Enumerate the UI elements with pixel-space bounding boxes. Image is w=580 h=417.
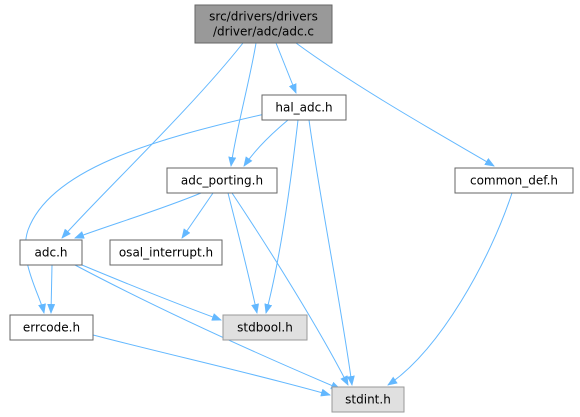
node-label: stdint.h: [345, 393, 391, 407]
node-label: hal_adc.h: [275, 101, 332, 115]
node-adc-c[interactable]: src/drivers/drivers/driver/adc/adc.c: [194, 4, 333, 44]
edge-hal_adc_h-to-errcode_h: [24, 113, 266, 314]
node-stdbool-h[interactable]: stdbool.h: [222, 314, 308, 341]
node-adc-porting-h[interactable]: adc_porting.h: [166, 167, 278, 194]
node-box: [261, 94, 347, 121]
node-errcode-h[interactable]: errcode.h: [9, 314, 94, 341]
node-label: errcode.h: [23, 321, 80, 335]
edge-hal_adc_h-to-stdbool_h: [264, 119, 299, 314]
node-osal-interrupt-h[interactable]: osal_interrupt.h: [109, 239, 223, 266]
edge-hal_adc_h-to-adc_porting_h: [243, 119, 289, 167]
node-label: /driver/adc/adc.c: [213, 25, 314, 39]
edge-adc_c-to-common_def_h: [295, 42, 495, 167]
edge-adc_porting_h-to-stdint_h: [231, 192, 349, 386]
edge-adc_h-to-stdint_h: [74, 264, 341, 390]
edge-common_def_h-to-stdint_h: [387, 192, 513, 386]
node-box: [109, 239, 223, 266]
edge-adc_h-to-stdbool_h: [81, 264, 222, 321]
edge-adc_porting_h-to-osal_interrupt_h: [181, 192, 214, 239]
edge-adc_porting_h-to-stdbool_h: [227, 192, 259, 314]
edge-adc_c-to-adc_porting_h: [228, 42, 257, 167]
edge-errcode_h-to-stdint_h: [92, 334, 331, 397]
node-box: [331, 386, 405, 413]
edge-adc_porting_h-to-adc_h: [74, 192, 202, 239]
node-label: adc.h: [35, 246, 68, 260]
edges-layer: [24, 42, 513, 397]
node-box: [19, 239, 83, 266]
edge-adc_c-to-adc_h: [61, 42, 244, 239]
node-label: stdbool.h: [237, 321, 293, 335]
node-label: osal_interrupt.h: [119, 246, 213, 260]
edge-hal_adc_h-to-stdint_h: [308, 119, 355, 386]
node-box: [194, 4, 333, 44]
node-common-def-h[interactable]: common_def.h: [454, 167, 574, 194]
nodes-layer: src/drivers/drivers/driver/adc/adc.c hal_…: [9, 4, 574, 413]
node-stdint-h[interactable]: stdint.h: [331, 386, 405, 413]
edge-adc_h-to-errcode_h: [47, 264, 56, 314]
node-box: [222, 314, 308, 341]
node-hal-adc-h[interactable]: hal_adc.h: [261, 94, 347, 121]
node-label: common_def.h: [470, 174, 558, 188]
edge-adc_c-to-hal_adc_h: [275, 42, 297, 94]
node-box: [454, 167, 574, 194]
node-box: [9, 314, 94, 341]
node-label: adc_porting.h: [181, 174, 263, 188]
node-adc-h[interactable]: adc.h: [19, 239, 83, 266]
node-label: src/drivers/drivers: [209, 10, 318, 24]
node-box: [166, 167, 278, 194]
